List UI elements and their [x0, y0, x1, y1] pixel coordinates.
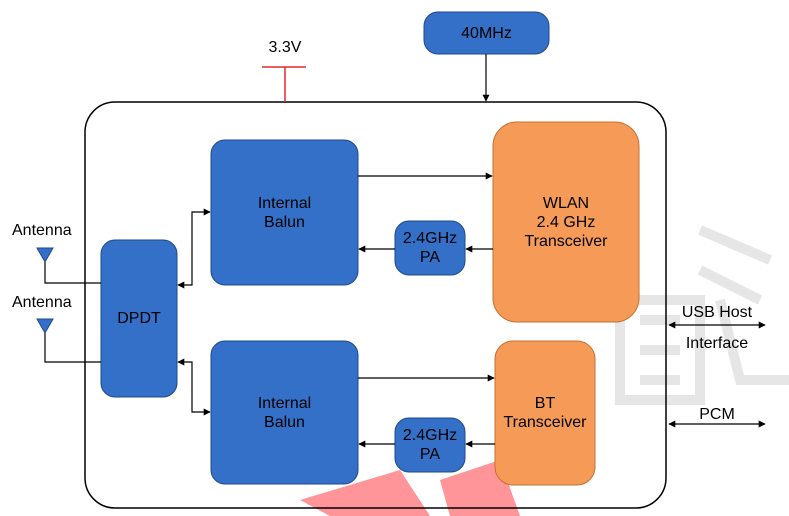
module-outline [84, 101, 667, 509]
dpdt-label: DPDT [117, 310, 161, 327]
wlan-transceiver-block [492, 121, 640, 323]
pa-top-block [394, 220, 466, 276]
usb-host-label: USB Host [681, 303, 753, 321]
pcm-label: PCM [699, 405, 735, 423]
antenna-bottom-label: Antenna [12, 293, 72, 311]
internal-balun-top-block [210, 139, 359, 286]
watermark-red-chevron [300, 460, 520, 516]
clock-label: 40MHz [461, 24, 512, 42]
dpdt-block [100, 239, 178, 398]
internal-balun-bottom-block [210, 340, 359, 485]
antenna-top-label: Antenna [12, 221, 72, 239]
bt-transceiver-block [494, 340, 596, 486]
power-label: 3.3V [268, 38, 302, 56]
antenna-icon [36, 318, 101, 363]
watermark [300, 225, 789, 516]
internal-balun-bottom-label: Internal Balun [257, 394, 312, 431]
bt-transceiver-label: BT Transceiver [503, 395, 587, 431]
link-dpdt-balun-top [177, 208, 211, 289]
link-dpdt-balun-bottom [177, 358, 211, 416]
wlan-transceiver-label: WLAN 2.4 GHz Transceiver [524, 194, 608, 250]
pa-top-label: 2.4GHz PA [402, 230, 458, 266]
pa-bottom-block [394, 417, 466, 473]
antenna-icon [36, 247, 101, 284]
interface-label: Interface [685, 334, 749, 352]
internal-balun-top-label: Internal Balun [257, 194, 312, 231]
pa-bottom-label: 2.4GHz PA [402, 427, 458, 463]
watermark-glyph [615, 295, 705, 405]
